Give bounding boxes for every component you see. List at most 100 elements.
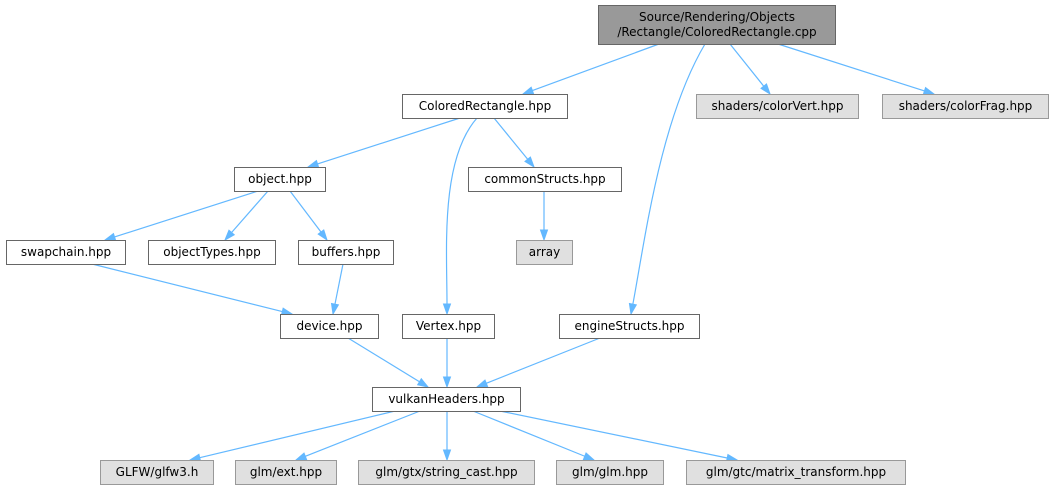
edge-device-to-vulkan-headers xyxy=(347,337,430,388)
node-object[interactable]: object.hpp xyxy=(234,167,326,192)
edge-arrowhead xyxy=(306,159,320,168)
node-colored-rectangle[interactable]: ColoredRectangle.hpp xyxy=(402,94,568,119)
edge-arrowhead xyxy=(442,303,452,316)
edge-vulkan-headers-to-glm-glm xyxy=(472,410,596,461)
edge-vertex-to-vulkan-headers xyxy=(442,338,452,389)
edge-colored-rectangle-to-vertex xyxy=(442,117,478,316)
node-box xyxy=(556,460,664,485)
edge-line xyxy=(729,43,765,87)
edge-vulkan-headers-to-glm-ext xyxy=(294,410,421,461)
node-color-frag: shaders/colorFrag.hpp xyxy=(882,94,1049,119)
node-box xyxy=(235,460,337,485)
node-box xyxy=(696,94,859,119)
edge-line xyxy=(472,410,585,457)
edge-arrowhead xyxy=(442,449,452,462)
node-label: swapchain.hpp xyxy=(21,245,111,259)
nodes-layer: Source/Rendering/Objects/Rectangle/Color… xyxy=(6,5,1049,485)
node-box xyxy=(298,240,394,265)
node-label: glm/glm.hpp xyxy=(572,465,648,479)
node-box xyxy=(516,240,573,265)
node-label: object.hpp xyxy=(248,172,312,186)
node-label: glm/gtc/matrix_transform.hpp xyxy=(706,465,886,479)
node-box xyxy=(686,460,906,485)
node-box xyxy=(100,460,214,485)
node-box xyxy=(358,460,535,485)
node-box xyxy=(234,167,326,192)
edge-arrowhead xyxy=(628,302,638,316)
node-label: commonStructs.hpp xyxy=(484,172,605,186)
edge-vulkan-headers-to-glm-string-cast xyxy=(442,411,452,462)
node-glm-string-cast: glm/gtx/string_cast.hpp xyxy=(358,460,535,485)
edge-engine-structs-to-vulkan-headers xyxy=(475,337,601,388)
edge-line xyxy=(493,117,529,160)
edge-colored-rectangle-to-object xyxy=(306,117,461,168)
node-glm-matrix-transform: glm/gtc/matrix_transform.hpp xyxy=(686,460,906,485)
edge-object-to-buffers xyxy=(289,190,328,242)
node-glfw: GLFW/glfw3.h xyxy=(100,460,214,485)
node-label: device.hpp xyxy=(296,319,362,333)
node-glm-glm: glm/glm.hpp xyxy=(556,460,664,485)
edge-colored-rectangle-to-common-structs xyxy=(493,117,535,169)
edge-line xyxy=(532,43,660,92)
node-vertex[interactable]: Vertex.hpp xyxy=(402,314,495,339)
node-box xyxy=(882,94,1049,119)
edge-line xyxy=(305,410,421,457)
edge-line xyxy=(199,410,396,459)
edge-line xyxy=(289,190,322,233)
edge-vulkan-headers-to-glfw xyxy=(188,410,396,462)
node-label: engineStructs.hpp xyxy=(575,319,685,333)
edge-object-to-swapchain xyxy=(103,190,259,241)
edge-line xyxy=(334,263,344,305)
node-object-types[interactable]: objectTypes.hpp xyxy=(148,240,276,265)
edge-line xyxy=(486,337,601,384)
edge-arrowhead xyxy=(539,229,549,242)
node-buffers[interactable]: buffers.hpp xyxy=(298,240,394,265)
node-vulkan-headers[interactable]: vulkanHeaders.hpp xyxy=(372,387,521,412)
edge-line xyxy=(317,117,461,165)
node-color-vert: shaders/colorVert.hpp xyxy=(696,94,859,119)
node-label: vulkanHeaders.hpp xyxy=(388,392,504,406)
node-array: array xyxy=(516,240,573,265)
node-label: Vertex.hpp xyxy=(416,319,481,333)
node-box xyxy=(402,94,568,119)
node-box xyxy=(6,240,126,265)
edge-swapchain-to-device xyxy=(91,263,294,316)
node-label: glm/gtx/string_cast.hpp xyxy=(375,465,517,479)
edge-root-to-color-vert xyxy=(729,43,771,96)
edge-root-to-color-frag xyxy=(777,43,936,95)
node-box xyxy=(468,167,622,192)
edge-root-to-colored-rectangle xyxy=(521,43,660,95)
edge-buffers-to-device xyxy=(330,263,344,316)
node-device[interactable]: device.hpp xyxy=(280,314,379,339)
node-swapchain[interactable]: swapchain.hpp xyxy=(6,240,126,265)
node-engine-structs[interactable]: engineStructs.hpp xyxy=(559,314,700,339)
edge-arrowhead xyxy=(922,86,936,95)
edge-arrowhead xyxy=(330,302,340,316)
edge-root-to-engine-structs xyxy=(628,43,706,316)
edge-line xyxy=(347,337,420,383)
node-label: GLFW/glfw3.h xyxy=(116,465,199,479)
edge-arrowhead xyxy=(582,452,596,461)
node-box xyxy=(280,314,379,339)
edge-arrowhead xyxy=(524,156,535,169)
node-common-structs[interactable]: commonStructs.hpp xyxy=(468,167,622,192)
edge-line xyxy=(499,410,728,459)
node-root[interactable]: Source/Rendering/Objects/Rectangle/Color… xyxy=(598,5,836,45)
node-glm-ext: glm/ext.hpp xyxy=(235,460,337,485)
edge-arrowhead xyxy=(760,83,771,96)
edge-common-structs-to-array xyxy=(539,191,549,242)
edge-arrowhead xyxy=(416,377,430,388)
node-label: Source/Rendering/Objects xyxy=(639,10,795,24)
edge-arrowhead xyxy=(521,86,535,95)
edge-arrowhead xyxy=(224,229,236,242)
edge-object-to-object-types xyxy=(224,190,269,242)
node-label: ColoredRectangle.hpp xyxy=(419,99,552,113)
edge-line xyxy=(91,263,283,313)
edge-line xyxy=(777,43,925,92)
node-label: shaders/colorFrag.hpp xyxy=(899,99,1033,113)
edge-arrowhead xyxy=(103,232,117,241)
edge-arrowhead xyxy=(294,452,308,461)
edge-line xyxy=(632,43,706,305)
node-box xyxy=(598,5,836,45)
